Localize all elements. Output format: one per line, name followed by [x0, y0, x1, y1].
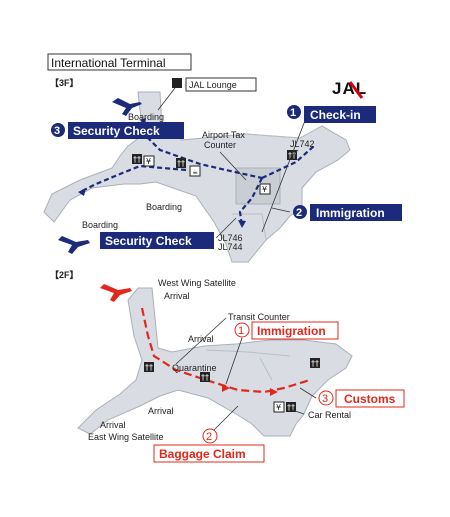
flight-jl742: JL742 [290, 139, 315, 149]
route-3f [79, 121, 315, 227]
step-number: 2 [206, 431, 212, 443]
step-customs: 3 Customs [318, 389, 405, 408]
step-number: 3 [54, 125, 60, 137]
step-number: 3 [322, 393, 328, 405]
checkin-label: Check-in [310, 108, 361, 122]
plane-icon [100, 284, 132, 302]
yen-icon: ¥ [143, 155, 155, 167]
jal-lounge-label: JAL Lounge [172, 77, 257, 92]
west-wing-arrival: Arrival [164, 291, 190, 301]
flight-jl744: JL744 [218, 242, 243, 252]
floor-3f-plan [43, 91, 351, 263]
tax-counter-label: Airport Tax [202, 130, 245, 140]
leader-lines-3f [157, 87, 307, 239]
restroom-icon: †† [200, 372, 210, 382]
step-immigration: 2 Immigration [293, 204, 402, 221]
transit-counter-label: Transit Counter [228, 312, 290, 322]
immigration-label: Immigration [316, 206, 385, 220]
svg-text:JAL Lounge: JAL Lounge [189, 80, 237, 90]
restroom-icon: †† [176, 158, 186, 168]
svg-text:††: †† [177, 159, 185, 168]
security-check-label: Security Check [73, 124, 160, 138]
security-check-label-2: Security Check [105, 234, 192, 248]
step-immigration-2f: 1 Immigration [234, 321, 339, 340]
plane-icon [58, 236, 90, 254]
restroom-icon: †† [286, 402, 296, 412]
leader-lines-2f [175, 317, 317, 433]
cafe-icon: ☕ [189, 165, 201, 177]
car-rental-label: Car Rental [308, 410, 351, 420]
east-wing-label: East Wing Satellite [88, 432, 164, 442]
svg-text:††: †† [201, 373, 209, 382]
step-number: 1 [238, 325, 244, 337]
jal-logo: JAL [332, 79, 367, 99]
immigration-2f-label: Immigration [257, 324, 326, 338]
floor-2f-label: 【2F】 [50, 270, 79, 280]
route-2f [140, 307, 311, 394]
svg-text:††: †† [133, 155, 141, 164]
restroom-icon: †† [132, 154, 142, 164]
jal-logo-text: JAL [332, 79, 367, 98]
baggage-claim-label: Baggage Claim [159, 447, 246, 461]
step-baggage-claim: 2 Baggage Claim [153, 428, 265, 463]
step-number: 1 [290, 107, 296, 119]
boarding-label-mid: Boarding [146, 202, 182, 212]
step-checkin: 1 Check-in [287, 105, 376, 123]
security-check-2: Security Check [100, 232, 214, 249]
yen-icon: ¥ [259, 183, 271, 195]
svg-text:††: †† [287, 403, 295, 412]
boarding-label-top: Boarding [128, 112, 164, 122]
arrival-label: Arrival [188, 334, 214, 344]
step-security-check: 3 Security Check [51, 122, 184, 139]
svg-text:¥: ¥ [276, 403, 281, 412]
svg-text:¥: ¥ [262, 185, 267, 194]
svg-text:☕: ☕ [192, 168, 198, 176]
svg-text:¥: ¥ [146, 157, 151, 166]
restroom-icon: †† [310, 358, 320, 368]
plane-icon [112, 98, 142, 116]
tax-counter-label-2: Counter [204, 140, 236, 150]
customs-label: Customs [344, 392, 396, 406]
west-wing-label: West Wing Satellite [158, 278, 236, 288]
page-title: International Terminal [51, 56, 166, 70]
flight-jl746: JL746 [218, 233, 243, 243]
arrival-label-3: Arrival [100, 420, 126, 430]
restroom-icon: †† [144, 362, 154, 372]
route-2f-arrows [222, 384, 278, 396]
floor-3f-label: 【3F】 [50, 78, 79, 88]
step-number: 2 [296, 207, 302, 219]
yen-icon: ¥ [273, 401, 285, 413]
svg-text:††: †† [145, 363, 153, 372]
boarding-label-left: Boarding [82, 220, 118, 230]
quarantine-label: Quarantine [172, 363, 217, 373]
title-box: International Terminal [47, 53, 192, 71]
arrival-label-2: Arrival [148, 406, 174, 416]
svg-text:††: †† [311, 359, 319, 368]
